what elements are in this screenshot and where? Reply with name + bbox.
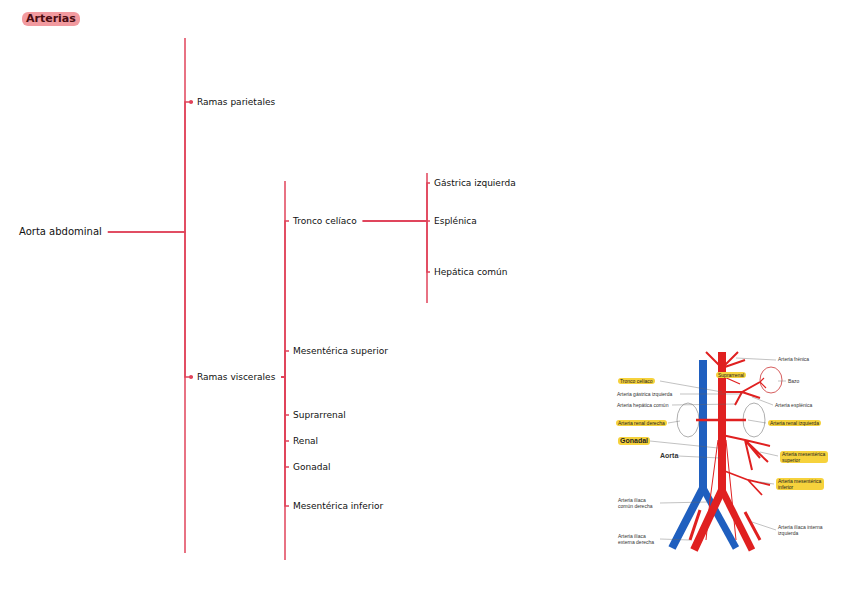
node-text: Renal — [293, 436, 318, 446]
node-text: Gonadal — [293, 462, 330, 472]
node-text: Esplénica — [434, 216, 477, 226]
illustration-label: Arteria ilíaca común derecha — [618, 497, 662, 509]
node-text: Mesentérica superior — [293, 346, 388, 356]
tree-node: Gástrica izquierda — [433, 177, 517, 189]
tree-node: Gonadal — [292, 461, 331, 473]
node-text: Tronco celíaco — [293, 216, 357, 226]
tree-connector — [281, 221, 289, 377]
illustration-label: Suprarrenal — [716, 372, 746, 378]
illustration-label: Tronco celíaco — [618, 378, 655, 384]
illustration-label: Arteria esplénica — [775, 402, 812, 408]
tree-node: Mesentérica inferior — [292, 500, 384, 512]
illustration-label: Bazo — [788, 378, 799, 384]
tree-node: Aorta abdominal — [18, 226, 103, 238]
tree-node: Hepática común — [433, 266, 509, 278]
tree-connector — [108, 232, 193, 377]
illustration-label: Gonadal — [618, 437, 650, 445]
tree-node: Ramas parietales — [196, 96, 276, 108]
illustration-label: Arteria renal derecha — [616, 420, 667, 426]
illustration-label: Arteria gástrica izquierda — [617, 391, 672, 397]
tree-node: Esplénica — [433, 215, 478, 227]
node-text: Ramas parietales — [197, 97, 275, 107]
artery-illustration — [614, 350, 832, 556]
illustration-label: Arteria hepática común — [617, 402, 668, 408]
tree-connector — [363, 221, 430, 272]
node-text: Suprarrenal — [293, 410, 346, 420]
illustration-label: Arteria mesentérica inferior — [776, 478, 824, 490]
node-text: Hepática común — [434, 267, 508, 277]
tree-node: Mesentérica superior — [292, 345, 389, 357]
tree-node: Tronco celíaco — [292, 215, 358, 227]
illustration-label: Arteria ilíaca interna izquierda — [778, 524, 824, 536]
title: Arterias — [22, 12, 80, 26]
node-text: Ramas viscerales — [197, 372, 275, 382]
illustration-label: Arteria frénica — [778, 356, 809, 362]
tree-node: Renal — [292, 435, 319, 447]
tree-connector — [108, 102, 193, 232]
node-text: Mesentérica inferior — [293, 501, 383, 511]
node-text: Aorta abdominal — [19, 226, 102, 237]
tree-connector — [363, 183, 430, 221]
node-text: Gástrica izquierda — [434, 178, 516, 188]
tree-connector — [281, 351, 289, 377]
illustration-label: Aorta — [660, 452, 678, 460]
tree-node: Ramas viscerales — [196, 371, 276, 383]
tree-node: Suprarrenal — [292, 409, 347, 421]
illustration-label: Arteria ilíaca externa derecha — [618, 533, 662, 545]
illustration-label: Arteria renal izquierda — [768, 420, 821, 426]
illustration-label: Arteria mesentérica superior — [780, 451, 828, 463]
tree-connector — [281, 377, 289, 506]
